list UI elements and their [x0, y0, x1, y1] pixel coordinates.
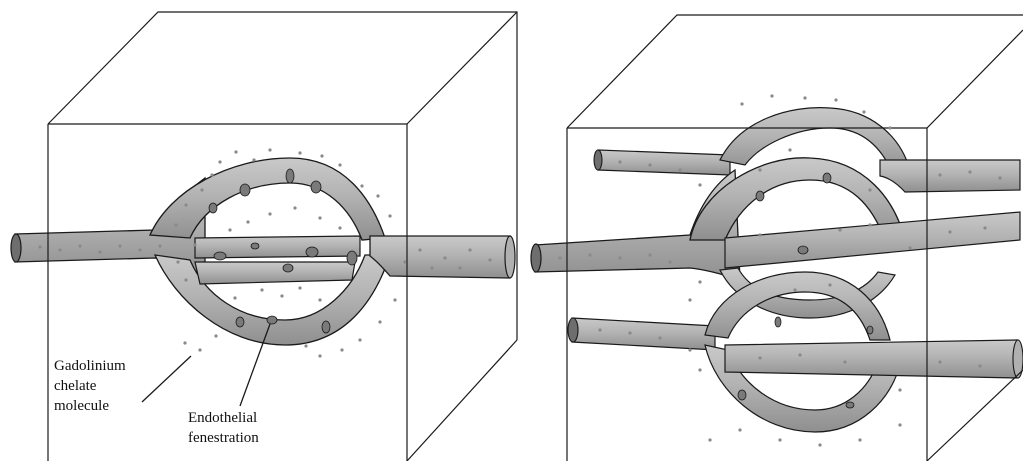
- right-middle-opening: [531, 244, 541, 272]
- left-outlet-vessel: [370, 236, 510, 278]
- right-bottom-end: [1013, 340, 1023, 378]
- right-bottom-opening: [568, 318, 578, 342]
- right-gadolinium-dots: [558, 94, 1001, 446]
- gadolinium-label-line: Gadolinium: [54, 356, 126, 376]
- right-middle-tube: [725, 212, 1020, 268]
- right-bottom-inlet: [572, 318, 715, 350]
- right-top-opening: [594, 150, 602, 170]
- endothelial-label-line: Endothelial: [188, 408, 259, 428]
- left-inlet-opening: [11, 234, 21, 262]
- left-middle-tube-lower: [195, 262, 355, 284]
- gadolinium-label: Gadolinium chelate molecule: [54, 356, 126, 416]
- right-top-outlet: [880, 160, 1020, 192]
- right-top-inlet: [598, 150, 730, 175]
- endothelial-label-line: fenestration: [188, 428, 259, 448]
- left-upper-arc: [150, 158, 385, 240]
- gadolinium-label-line: chelate: [54, 376, 126, 396]
- right-capillary-network: [531, 108, 1023, 432]
- gadolinium-label-line: molecule: [54, 396, 126, 416]
- left-outlet-end: [505, 236, 515, 278]
- gadolinium-leader-line: [142, 356, 191, 402]
- left-capillary-loop: [11, 158, 515, 345]
- endothelial-label: Endothelial fenestration: [188, 408, 259, 448]
- right-bottom-tube: [725, 340, 1018, 378]
